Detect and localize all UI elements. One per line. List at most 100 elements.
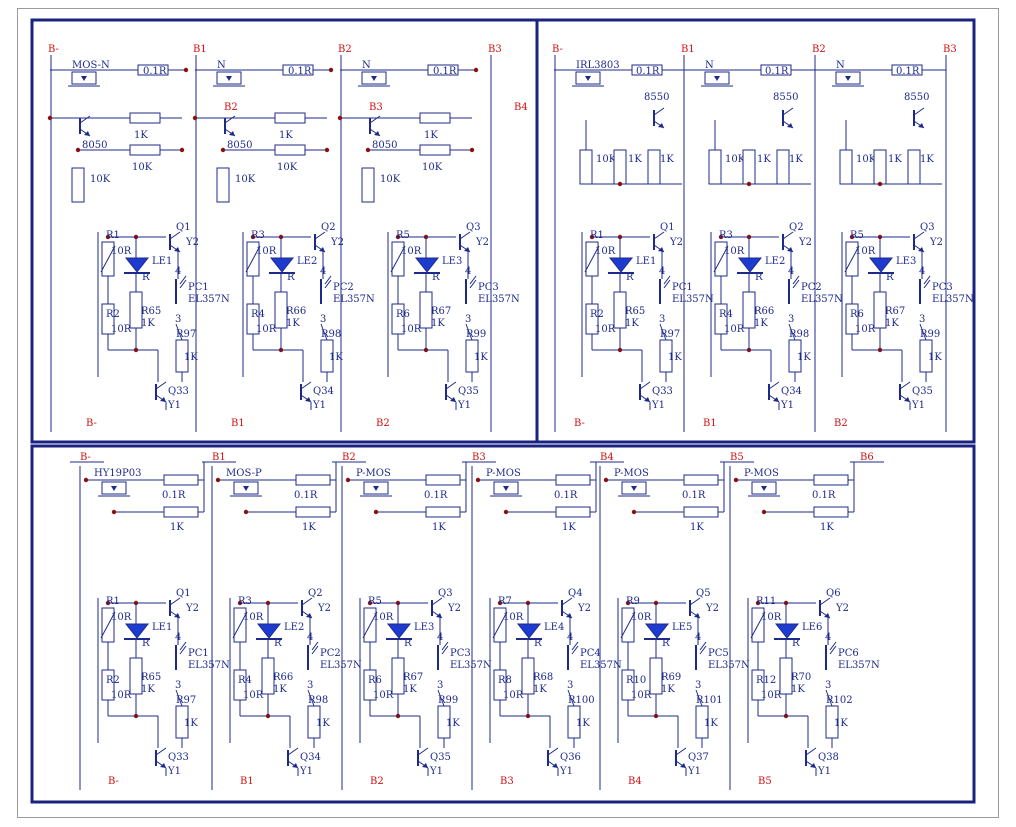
shunt-resistor bbox=[427, 64, 459, 76]
bus-label: B- bbox=[48, 44, 59, 55]
mosfet-label: P-MOS bbox=[486, 468, 521, 479]
shunt-resistor bbox=[163, 474, 199, 486]
transistor-label: Q1 bbox=[660, 222, 675, 233]
label: 10K bbox=[856, 154, 877, 165]
resistor-1k bbox=[873, 149, 887, 185]
junction-dot bbox=[497, 600, 503, 606]
label: 3 bbox=[307, 680, 313, 691]
led-label: LE6 bbox=[802, 622, 822, 633]
transistor-arrow bbox=[658, 247, 664, 252]
junction-dot bbox=[365, 147, 371, 153]
wire bbox=[829, 645, 837, 655]
label: 10R bbox=[401, 324, 422, 335]
bottom-bus-label: B- bbox=[108, 776, 119, 787]
wire bbox=[324, 275, 332, 285]
resistor-label: R97 bbox=[176, 329, 196, 340]
junction-dot bbox=[220, 147, 226, 153]
transistor-label: Q37 bbox=[688, 752, 709, 763]
wire bbox=[561, 597, 573, 606]
label: R bbox=[274, 638, 282, 649]
optocoupler-label: PC5 bbox=[708, 648, 729, 659]
wire bbox=[695, 689, 703, 707]
label: 10K bbox=[380, 174, 401, 185]
label: Y1 bbox=[559, 766, 573, 777]
resistor-label: R102 bbox=[826, 695, 853, 706]
label: Y2 bbox=[669, 237, 683, 248]
pull-resistor bbox=[839, 149, 853, 185]
trim-arrow bbox=[584, 245, 600, 273]
mosfet-label: MOS-N bbox=[72, 60, 110, 71]
junction-dot bbox=[75, 147, 81, 153]
driver-resistor bbox=[129, 144, 161, 156]
resistor-label: R98 bbox=[789, 329, 809, 340]
junction-dot bbox=[503, 509, 509, 515]
junction-dot bbox=[192, 115, 198, 121]
label: Y2 bbox=[185, 603, 199, 614]
transistor-arrow bbox=[292, 763, 298, 768]
transistor-label: Q1 bbox=[176, 222, 191, 233]
transistor-arrow bbox=[644, 397, 650, 402]
junction-dot bbox=[337, 115, 343, 121]
junction-dot bbox=[617, 181, 623, 187]
transistor-arrow bbox=[84, 131, 90, 136]
junction-dot bbox=[105, 600, 111, 606]
wire bbox=[923, 275, 931, 285]
driver-label: 8550 bbox=[644, 92, 669, 103]
bottom-bus-label: B3 bbox=[500, 776, 514, 787]
mosfet-label: IRL3803 bbox=[576, 60, 620, 71]
junction-dot bbox=[473, 67, 479, 73]
label: Y1 bbox=[817, 766, 831, 777]
wire bbox=[469, 275, 477, 285]
bus-label: B- bbox=[552, 44, 563, 55]
mosfet-arrow bbox=[714, 76, 720, 81]
wire bbox=[155, 747, 167, 756]
label: 1K bbox=[625, 318, 639, 329]
label: R bbox=[755, 272, 763, 283]
label: 1K bbox=[754, 318, 768, 329]
transistor-arrow bbox=[658, 123, 664, 128]
wire bbox=[369, 115, 381, 124]
transistor-label: Q3 bbox=[920, 222, 935, 233]
optocoupler-label: PC6 bbox=[838, 648, 859, 659]
transistor-arrow bbox=[680, 763, 686, 768]
optocoupler-label: PC3 bbox=[932, 282, 953, 293]
mosfet-arrow bbox=[503, 486, 509, 491]
label: 10R bbox=[595, 246, 616, 257]
led-indicator bbox=[868, 257, 894, 273]
label: 10K bbox=[132, 162, 153, 173]
junction-dot bbox=[47, 115, 53, 121]
wire bbox=[571, 641, 579, 651]
label: 1K bbox=[329, 352, 343, 363]
wire bbox=[659, 323, 667, 341]
label: 1K bbox=[660, 154, 674, 165]
resistor-1k bbox=[776, 149, 790, 185]
bus-label: B1 bbox=[212, 452, 226, 463]
wire bbox=[179, 641, 187, 651]
trim-arrow bbox=[245, 245, 261, 273]
wire bbox=[314, 231, 326, 240]
wire bbox=[179, 275, 187, 285]
label: 10R bbox=[373, 690, 394, 701]
resistor-label: R4 bbox=[719, 309, 733, 320]
label: R bbox=[792, 638, 800, 649]
pull-resistor bbox=[708, 149, 722, 185]
wire bbox=[441, 641, 449, 651]
label: 10R bbox=[111, 324, 132, 335]
bottom-bus-label: B4 bbox=[628, 776, 642, 787]
transistor-arrow bbox=[552, 763, 558, 768]
label: 1K bbox=[184, 352, 198, 363]
label: EL357N bbox=[188, 294, 230, 305]
label: 1K bbox=[628, 154, 642, 165]
label: 1K bbox=[661, 684, 675, 695]
label: Y1 bbox=[457, 400, 471, 411]
label: 10R bbox=[595, 324, 616, 335]
resistor-label: R65 bbox=[141, 672, 161, 683]
wire bbox=[653, 231, 665, 240]
led-indicator bbox=[386, 623, 412, 639]
label: Y1 bbox=[312, 400, 326, 411]
shunt-label: 0.1R bbox=[294, 490, 318, 501]
trim-arrow bbox=[362, 611, 378, 639]
wire bbox=[287, 747, 299, 756]
label: 10R bbox=[243, 612, 264, 623]
label: 10R bbox=[503, 612, 524, 623]
